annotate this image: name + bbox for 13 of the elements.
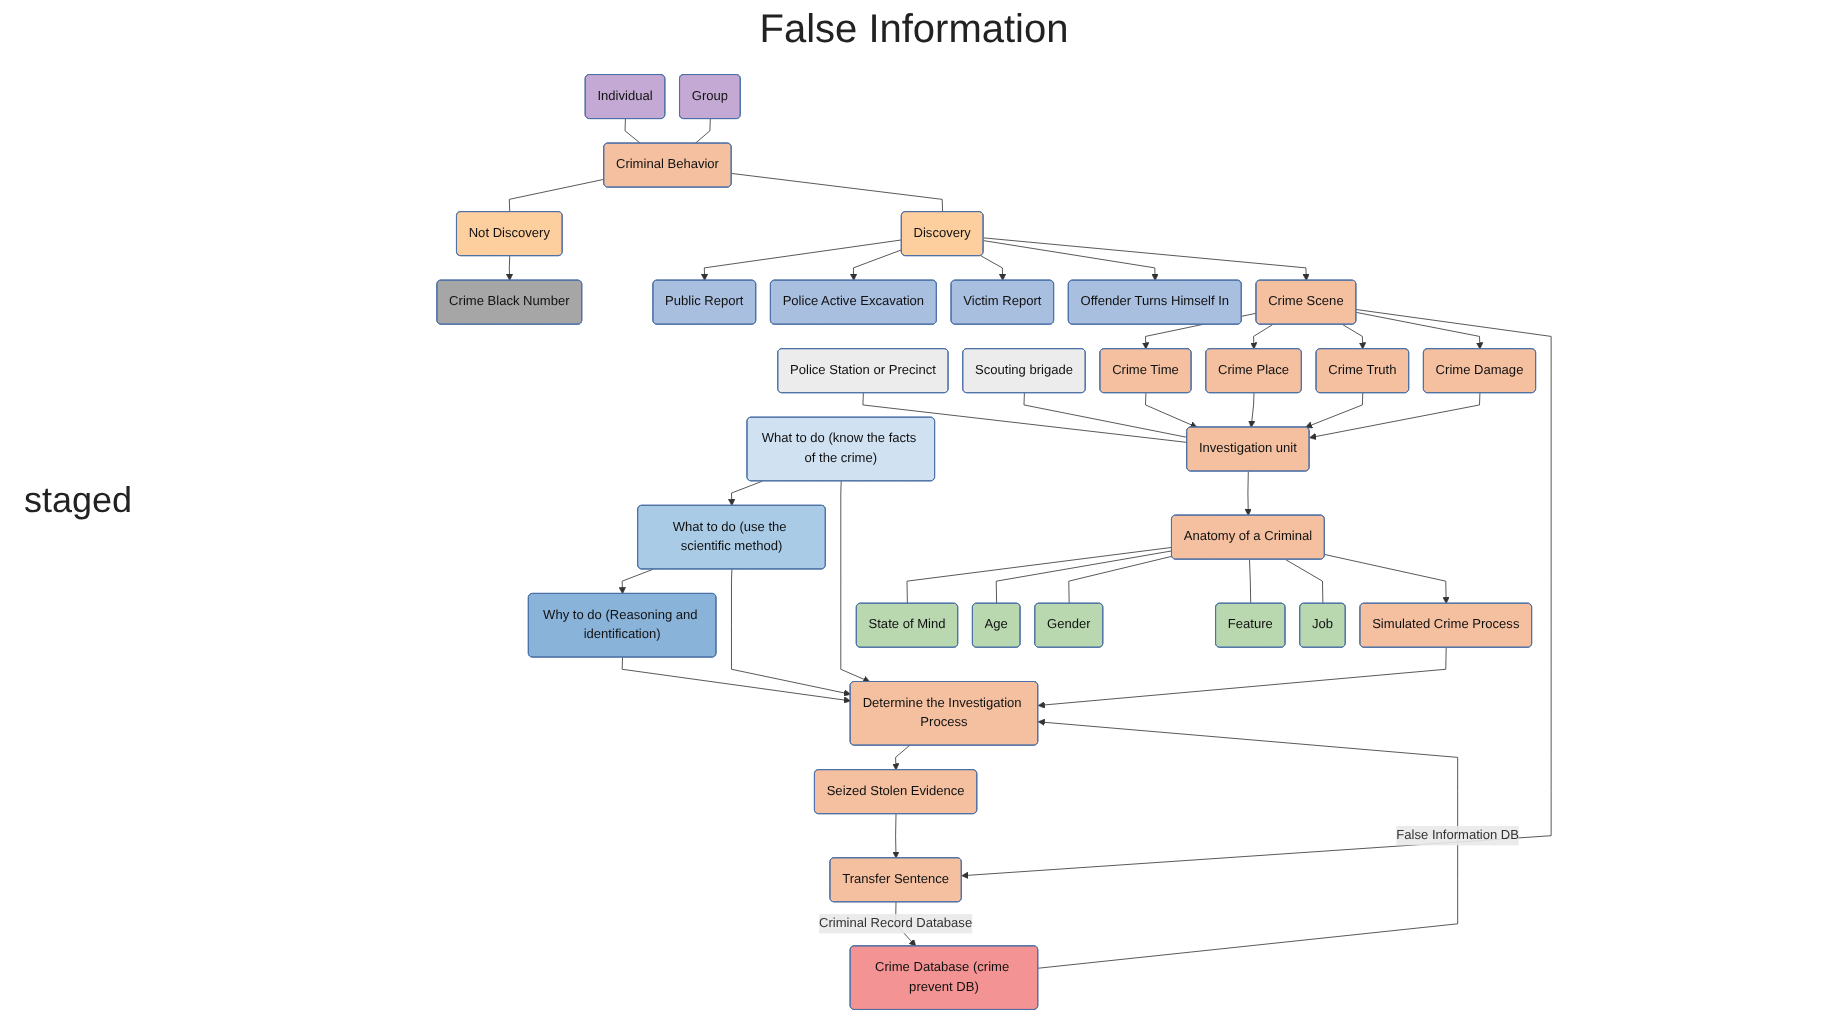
connector xyxy=(862,392,1188,443)
note-text: staged xyxy=(24,480,133,522)
connector xyxy=(1249,559,1252,604)
connector xyxy=(995,550,1173,604)
connector xyxy=(731,173,943,213)
connector xyxy=(906,547,1173,604)
connector xyxy=(508,178,605,213)
connector xyxy=(1068,555,1173,604)
connector xyxy=(1023,392,1188,438)
connector xyxy=(624,118,641,144)
diagram-title: False Information xyxy=(757,8,1071,54)
connector xyxy=(1285,559,1324,604)
connector xyxy=(694,118,711,144)
